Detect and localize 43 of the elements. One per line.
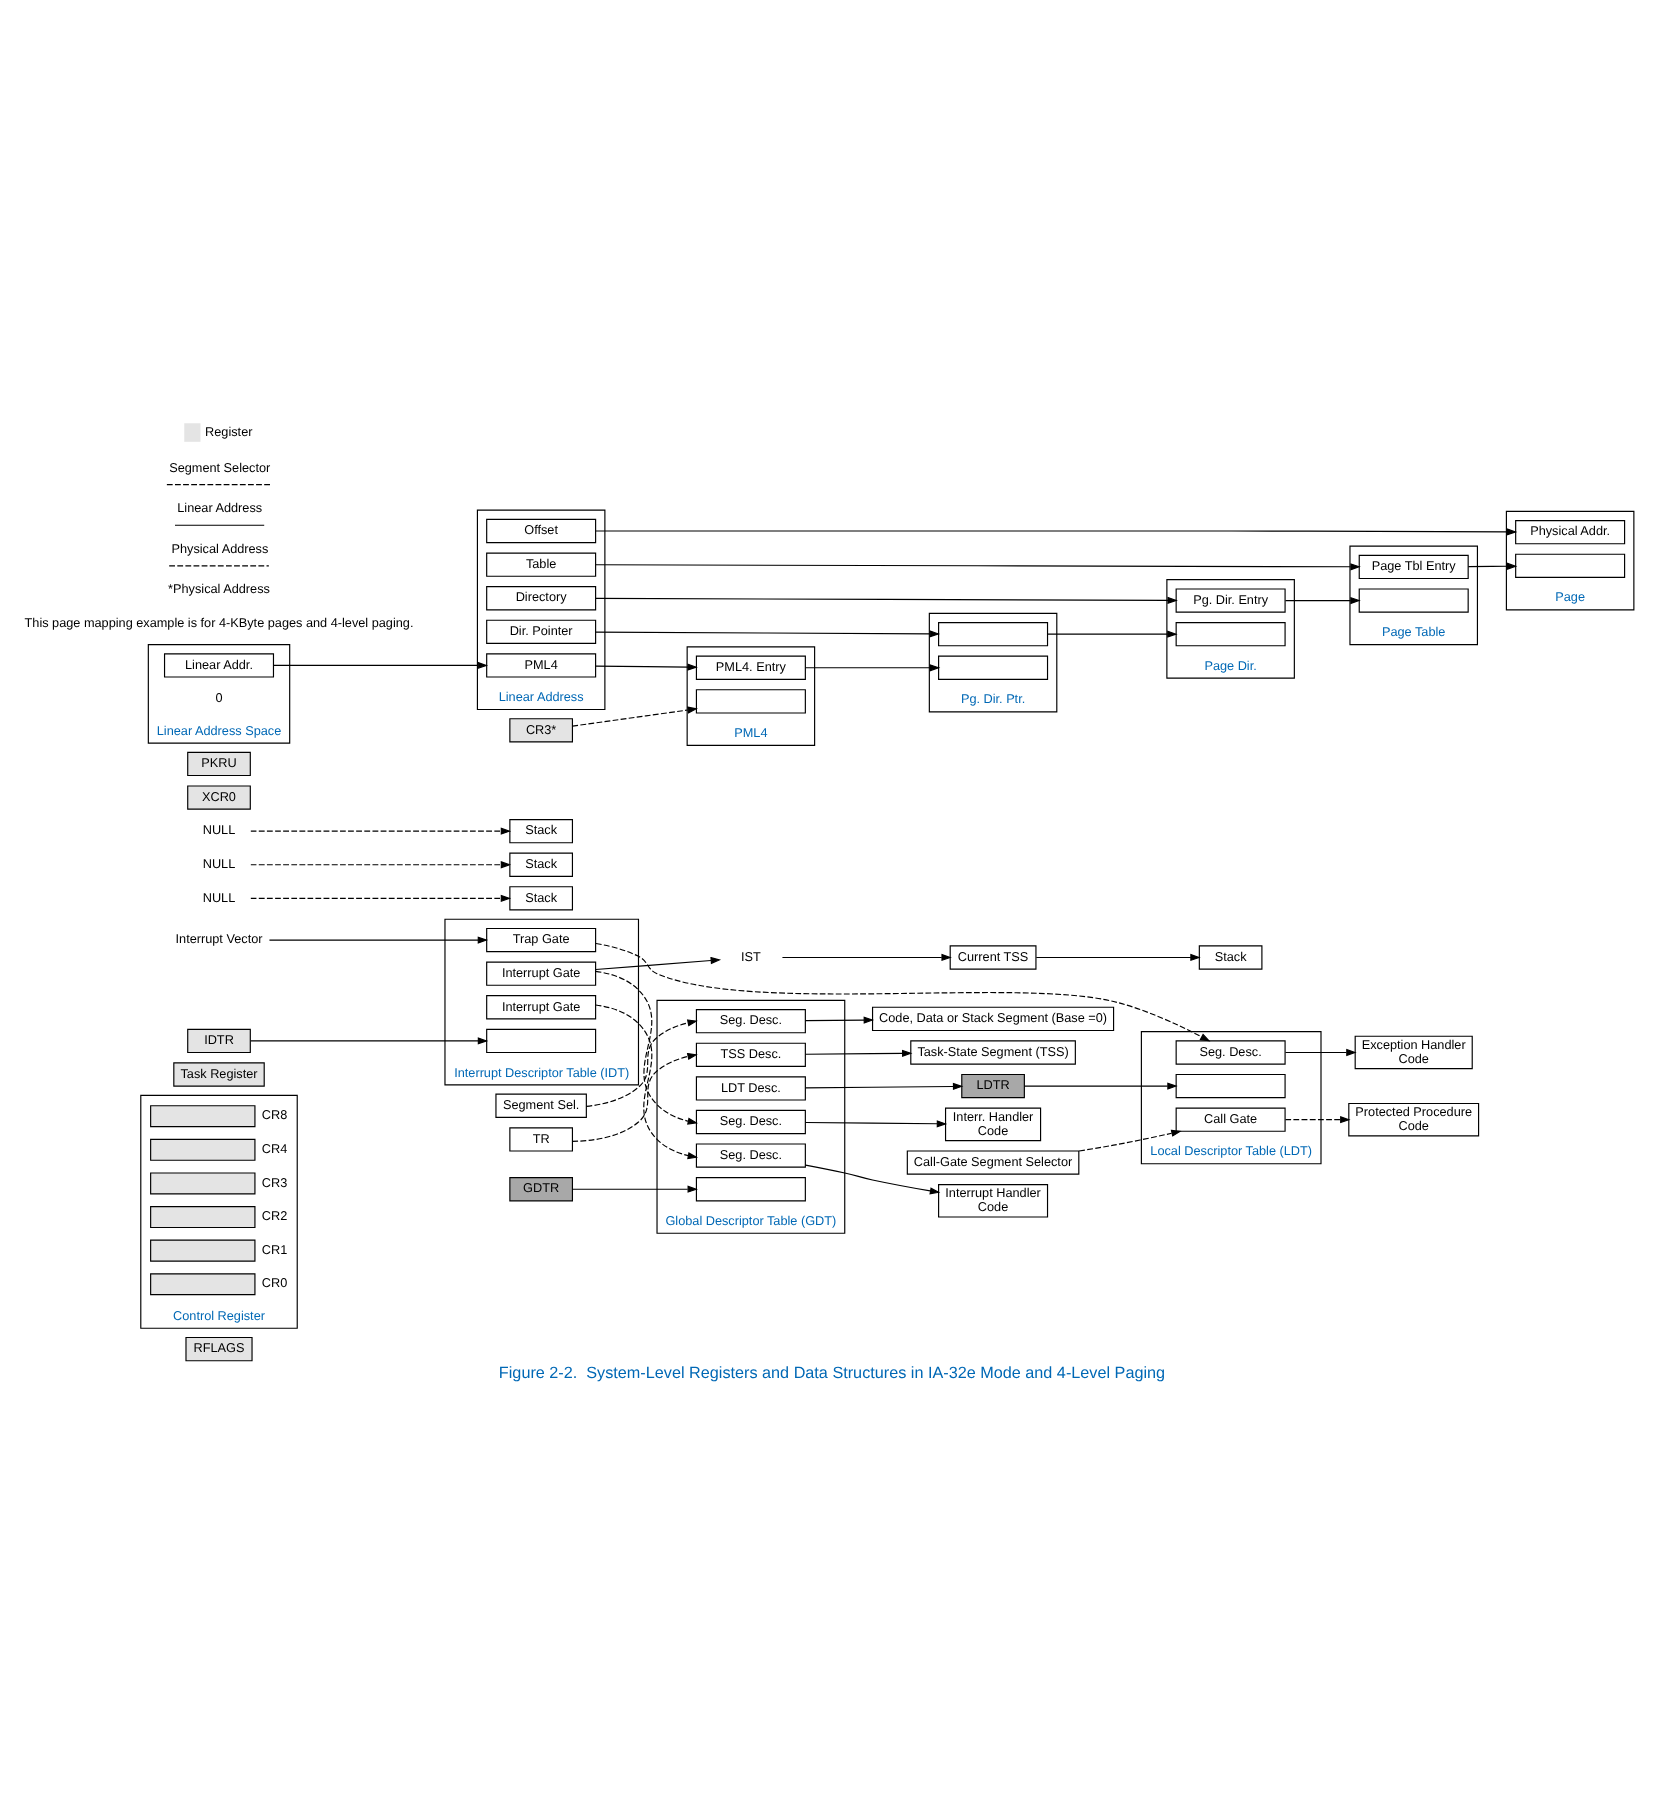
arrow — [595, 629, 941, 637]
arrow — [595, 955, 722, 970]
arrow — [1047, 629, 1178, 637]
arrow — [585, 1018, 698, 1106]
arrow — [250, 893, 512, 901]
arrow — [250, 1036, 489, 1044]
arrow — [595, 527, 1518, 535]
arrow — [595, 1003, 699, 1159]
arrow — [1284, 1115, 1351, 1123]
arrow — [1023, 1081, 1178, 1089]
arrow — [250, 826, 512, 834]
arrow — [805, 1048, 913, 1056]
arrow — [1078, 1128, 1182, 1151]
node-box — [1175, 621, 1286, 646]
arrow — [805, 1119, 948, 1127]
arrow — [781, 952, 952, 961]
arrow — [1284, 595, 1361, 604]
node-box — [938, 621, 1049, 646]
arrow — [805, 1015, 875, 1023]
arrow — [1284, 1047, 1357, 1056]
arrow — [571, 1051, 698, 1141]
arrow — [268, 935, 489, 943]
arrow — [1467, 561, 1518, 569]
node-box — [486, 1027, 597, 1053]
node-box — [938, 654, 1049, 679]
arrow — [595, 562, 1361, 570]
arrow — [273, 660, 489, 669]
node-box — [1175, 1072, 1286, 1098]
node-box — [695, 1176, 806, 1201]
node-box — [695, 688, 806, 713]
arrow — [571, 705, 698, 726]
arrow — [595, 969, 699, 1124]
arrow — [571, 1184, 698, 1192]
arrow — [805, 663, 941, 671]
arrow — [805, 1163, 941, 1194]
arrow — [595, 595, 1178, 603]
node-box — [1515, 552, 1626, 577]
arrow — [250, 860, 512, 868]
node-box — [1358, 587, 1469, 612]
arrow — [595, 662, 698, 670]
arrow — [805, 1081, 964, 1090]
arrow — [1035, 952, 1201, 961]
arrow — [595, 941, 1211, 1041]
